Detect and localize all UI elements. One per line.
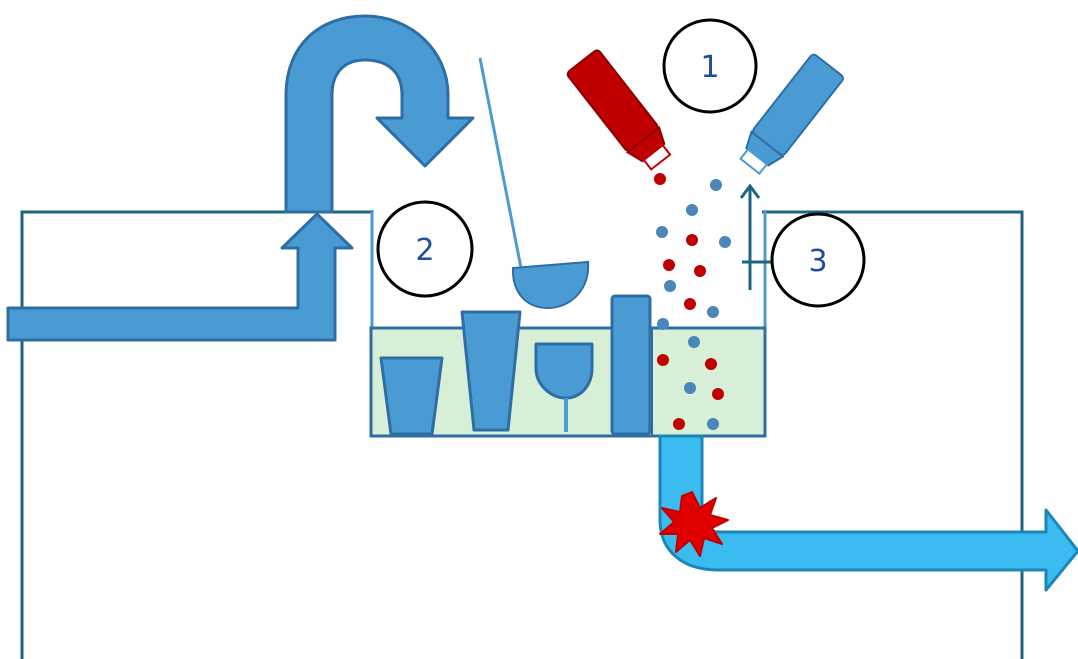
- callout-2: 2: [376, 200, 474, 298]
- plate-icon: [610, 294, 652, 436]
- wine-glass-icon: [534, 342, 594, 400]
- callout-1: 1: [662, 18, 758, 114]
- blue-droplets: [656, 179, 731, 430]
- red-droplets: [654, 173, 724, 430]
- dishes: [379, 294, 652, 436]
- wash-tank-walls: [370, 210, 767, 328]
- callout-1-label: 1: [700, 50, 719, 85]
- callout-3-label: 3: [808, 244, 827, 279]
- drain-outlet-arrow: [658, 434, 1078, 592]
- ladle-icon: [478, 57, 590, 310]
- short-glass-icon: [379, 356, 444, 436]
- water-inlet-arrow: [6, 212, 354, 342]
- tall-glass-icon: [460, 310, 522, 432]
- callout-3: 3: [770, 212, 866, 308]
- machine-outline: [20, 210, 1024, 659]
- red-detergent-bottle-icon: [566, 49, 672, 171]
- callout-2-label: 2: [415, 233, 434, 268]
- blue-rinse-bottle-icon: [739, 53, 844, 176]
- red-starburst-icon: [659, 491, 729, 557]
- curved-spray-arrow: [284, 14, 475, 214]
